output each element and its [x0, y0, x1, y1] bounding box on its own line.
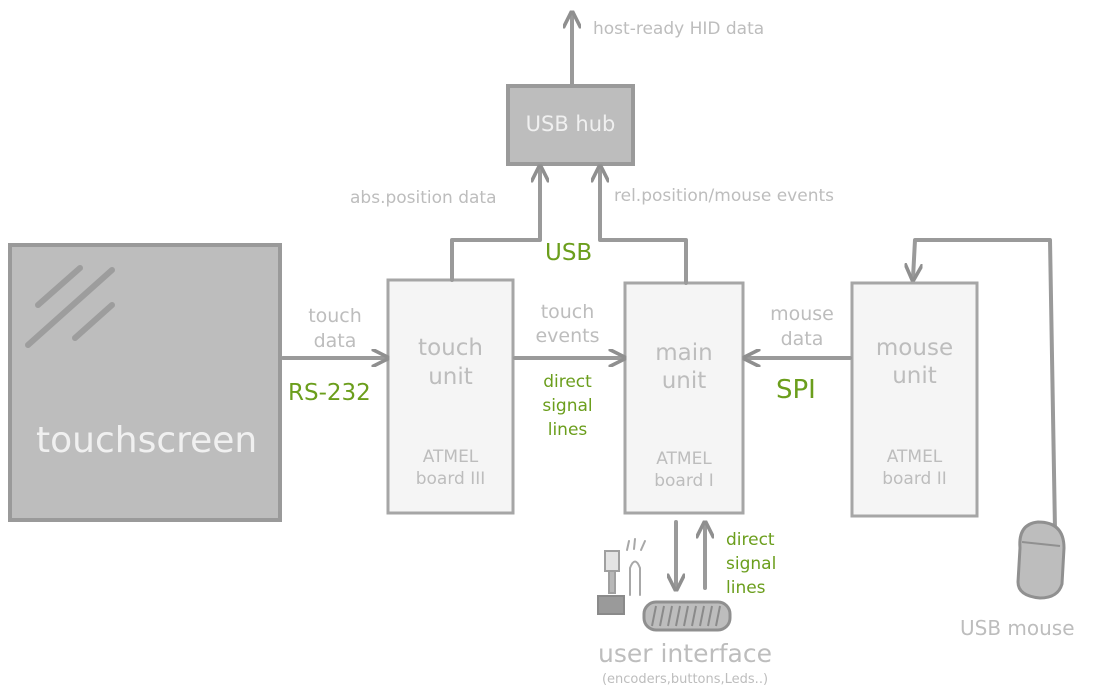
- touch-unit-label-1: touch: [388, 335, 513, 361]
- usb-protocol-label: USB: [545, 240, 592, 268]
- main-unit-label-1: main: [625, 340, 743, 366]
- user-interface-title: user interface: [560, 640, 810, 669]
- mouse-data-label-2: data: [757, 329, 847, 351]
- direct-signal-b-label-2: signal: [726, 554, 776, 574]
- spi-label: SPI: [776, 375, 816, 406]
- host-ready-label: host-ready HID data: [593, 20, 764, 40]
- rel-position-label: rel.position/mouse events: [614, 187, 834, 207]
- mouse-board-label-2: board II: [852, 470, 977, 490]
- mouse-unit-label-1: mouse: [852, 335, 977, 361]
- main-board-label-1: ATMEL: [625, 450, 743, 470]
- touch-unit-label-2: unit: [388, 364, 513, 390]
- encoder-knob-icon: [598, 551, 624, 614]
- touch-data-label-1: touch: [295, 306, 375, 328]
- direct-signal-label-1: direct: [525, 372, 610, 392]
- led-icon: [627, 539, 645, 595]
- usb-hub-label: USB hub: [508, 112, 633, 136]
- mouse-unit-label-2: unit: [852, 363, 977, 389]
- touch-data-label-2: data: [295, 331, 375, 353]
- usb-mouse-icon: [1018, 522, 1064, 598]
- abs-position-label: abs.position data: [350, 189, 497, 209]
- direct-signal-b-label-1: direct: [726, 530, 775, 550]
- mouse-data-label-1: mouse: [757, 304, 847, 326]
- direct-signal-b-label-3: lines: [726, 578, 766, 598]
- touchscreen-box: [10, 245, 280, 520]
- direct-signal-label-2: signal: [525, 396, 610, 416]
- touch-events-label-1: touch: [525, 302, 610, 324]
- usb-mouse-label: USB mouse: [960, 617, 1075, 640]
- user-interface-subtitle: (encoders,buttons,Leds..): [560, 673, 810, 688]
- touch-events-label-2: events: [525, 326, 610, 348]
- direct-signal-label-3: lines: [525, 420, 610, 440]
- touchscreen-label: touchscreen: [36, 420, 257, 461]
- main-board-label-2: board I: [625, 472, 743, 492]
- touch-to-hub-line: [452, 168, 540, 280]
- mouse-board-label-1: ATMEL: [852, 448, 977, 468]
- touch-board-label-1: ATMEL: [388, 448, 513, 468]
- touch-board-label-2: board III: [388, 470, 513, 490]
- buttons-icon: [644, 602, 730, 630]
- rs232-label: RS-232: [288, 380, 371, 408]
- main-unit-label-2: unit: [625, 368, 743, 394]
